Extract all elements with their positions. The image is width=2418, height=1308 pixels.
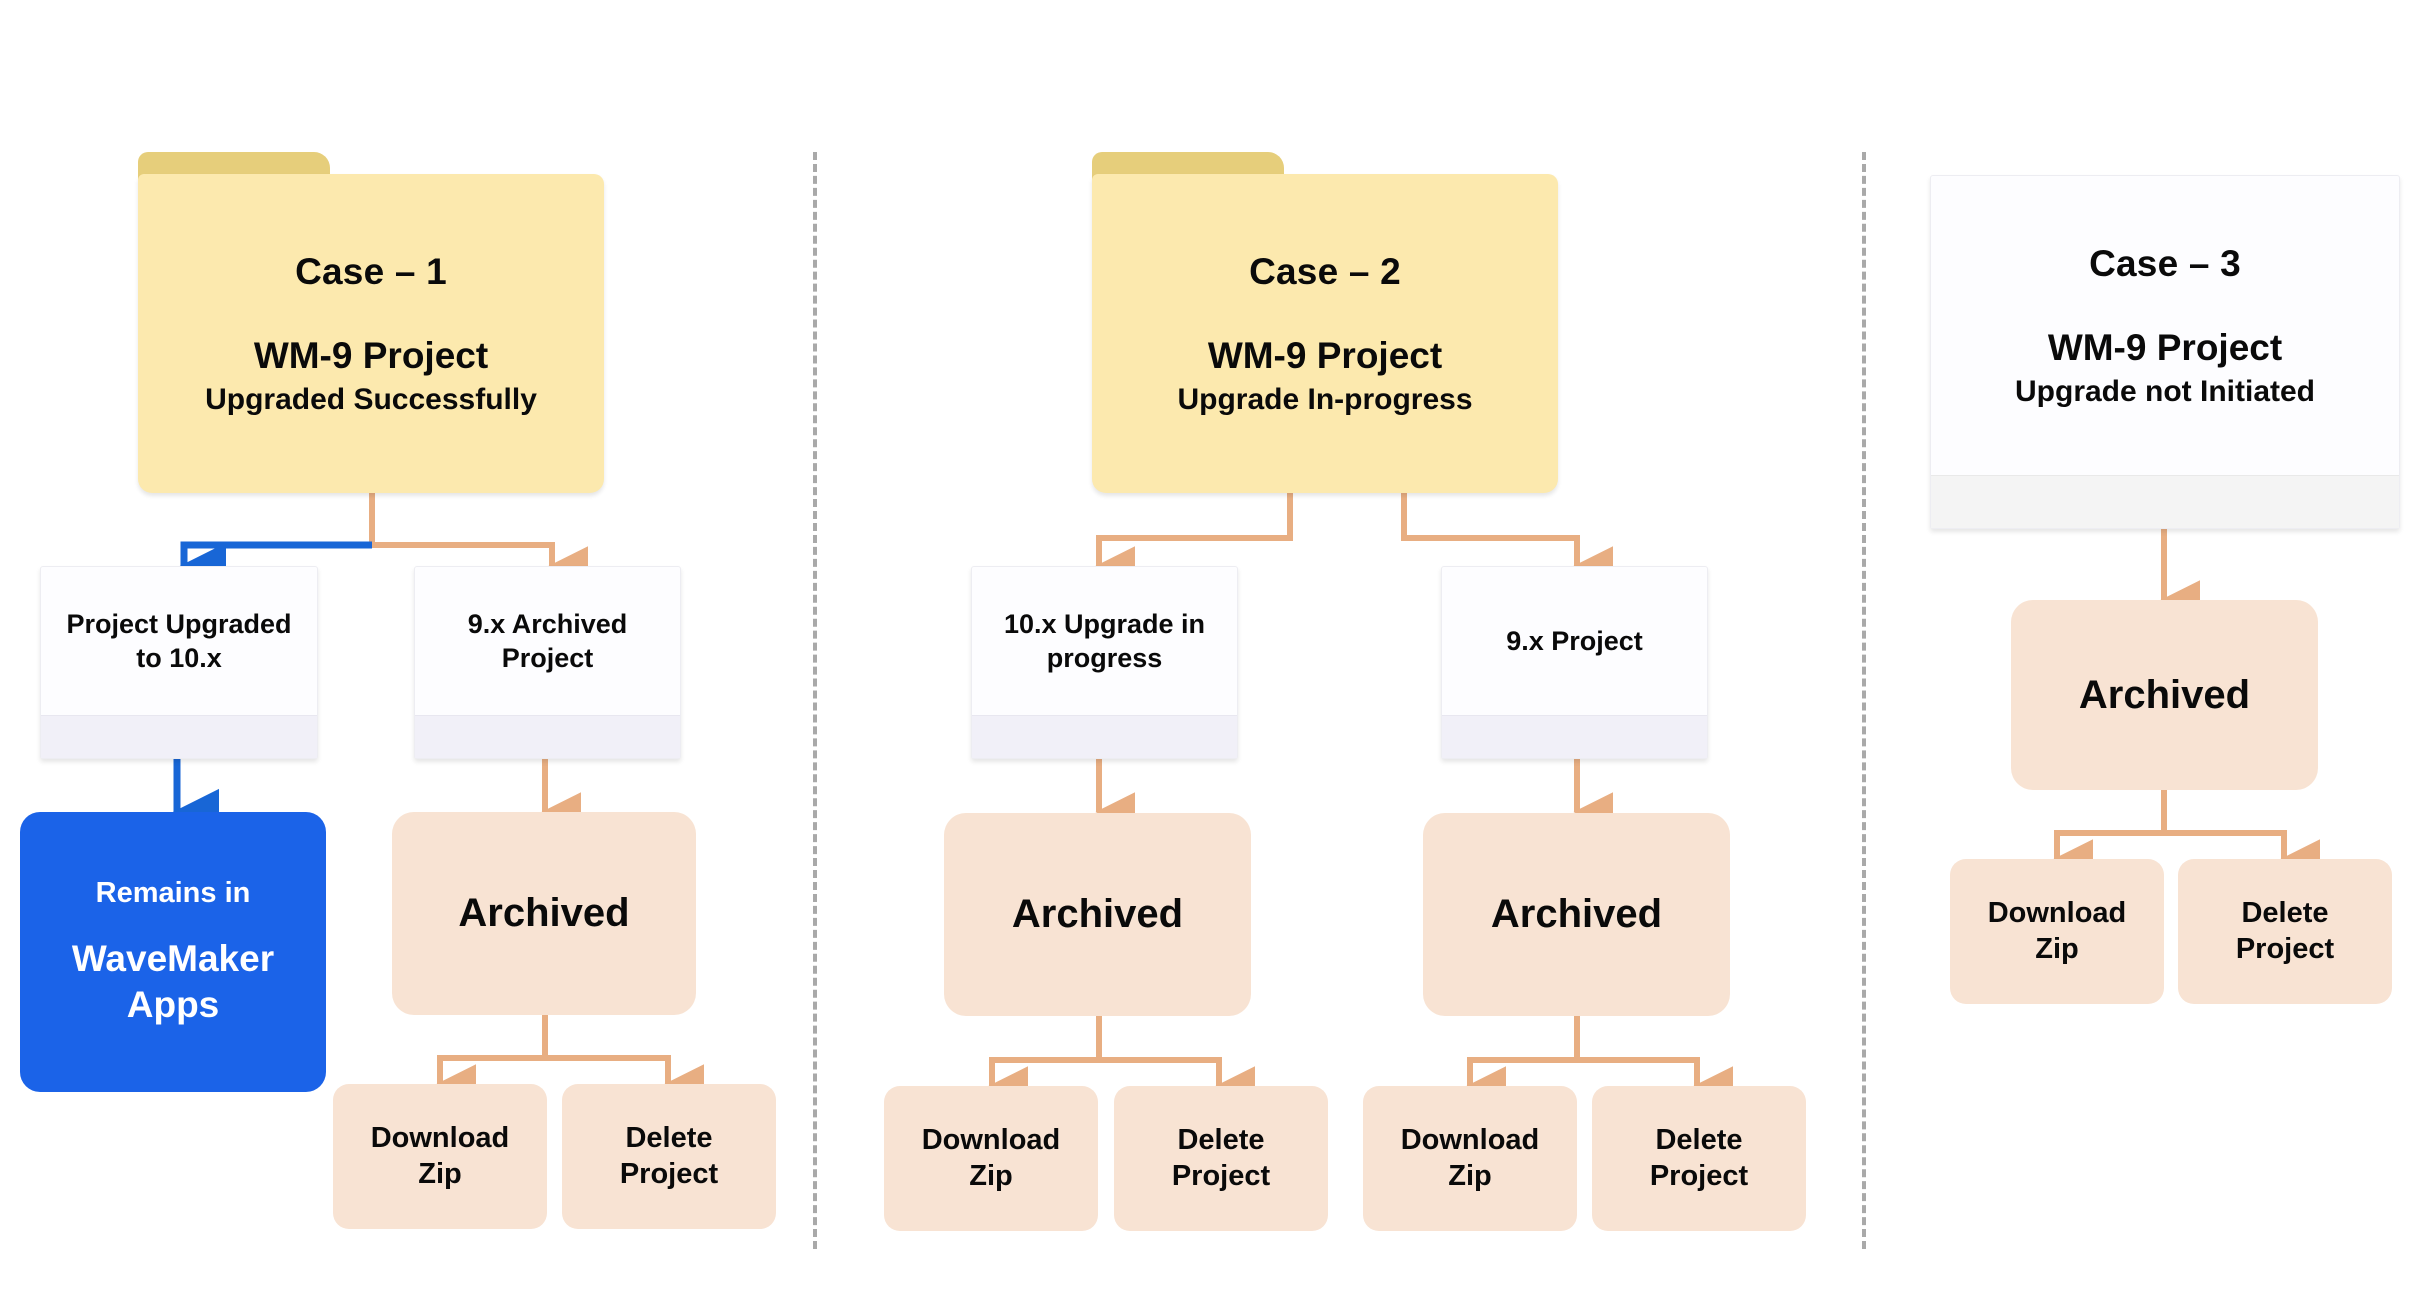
- case-2-header-folder[interactable]: Case – 2 WM-9 Project Upgrade In-progres…: [1092, 152, 1558, 493]
- case-1-header-folder[interactable]: Case – 1 WM-9 Project Upgraded Successfu…: [138, 152, 604, 493]
- action-label: Download Zip: [370, 1122, 510, 1190]
- action-delete-project-case2-left[interactable]: Delete Project: [1114, 1086, 1328, 1231]
- archived-label: Archived: [1490, 892, 1663, 936]
- card-footer-strip: [415, 715, 680, 758]
- action-delete-project-case1[interactable]: Delete Project: [562, 1084, 776, 1229]
- project-status: Upgrade In-progress: [1177, 382, 1473, 416]
- card-label: 9.x Project: [1506, 625, 1643, 656]
- action-label: Download Zip: [921, 1124, 1061, 1192]
- case-label: Case – 2: [1249, 250, 1401, 292]
- project-status: Upgraded Successfully: [205, 382, 537, 416]
- node-archived-case1[interactable]: Archived: [392, 812, 696, 1015]
- card-10x-upgrade-in-progress[interactable]: 10.x Upgrade in progress: [971, 566, 1238, 759]
- action-label: Delete Project: [1171, 1124, 1271, 1192]
- column-divider-1: [813, 152, 817, 1249]
- node-remains-in-wavemaker-apps[interactable]: Remains in WaveMaker Apps: [20, 812, 326, 1092]
- action-download-zip-case1[interactable]: Download Zip: [333, 1084, 547, 1229]
- card-footer-strip: [972, 715, 1237, 758]
- blue-node-line1: Remains in: [95, 877, 251, 910]
- folder-body: Case – 2 WM-9 Project Upgrade In-progres…: [1092, 174, 1558, 493]
- card-label: Project Upgraded to 10.x: [66, 608, 292, 673]
- card-9x-project[interactable]: 9.x Project: [1441, 566, 1708, 759]
- archived-label: Archived: [1011, 892, 1184, 936]
- case-label: Case – 1: [295, 250, 447, 292]
- card-footer-strip: [1442, 715, 1707, 758]
- card-body: 9.x Archived Project: [415, 567, 680, 715]
- action-delete-project-case2-right[interactable]: Delete Project: [1592, 1086, 1806, 1231]
- card-body: Project Upgraded to 10.x: [41, 567, 317, 715]
- project-status: Upgrade not Initiated: [2015, 374, 2315, 408]
- node-archived-case3[interactable]: Archived: [2011, 600, 2318, 790]
- action-label: Download Zip: [1400, 1124, 1540, 1192]
- archived-label: Archived: [2078, 672, 2251, 717]
- case-3-header-card[interactable]: Case – 3 WM-9 Project Upgrade not Initia…: [1930, 175, 2400, 529]
- column-divider-2: [1862, 152, 1866, 1249]
- card-body: Case – 3 WM-9 Project Upgrade not Initia…: [1931, 176, 2399, 475]
- card-body: 10.x Upgrade in progress: [972, 567, 1237, 715]
- project-name: WM-9 Project: [1207, 334, 1443, 376]
- card-9x-archived-project[interactable]: 9.x Archived Project: [414, 566, 681, 759]
- project-name: WM-9 Project: [253, 334, 489, 376]
- card-label: 10.x Upgrade in progress: [1003, 608, 1206, 673]
- archived-label: Archived: [458, 891, 630, 935]
- action-label: Delete Project: [1649, 1124, 1749, 1192]
- action-label: Delete Project: [619, 1122, 719, 1190]
- folder-body: Case – 1 WM-9 Project Upgraded Successfu…: [138, 174, 604, 493]
- case-label: Case – 3: [2089, 242, 2241, 284]
- card-label: 9.x Archived Project: [467, 608, 628, 673]
- card-project-upgraded[interactable]: Project Upgraded to 10.x: [40, 566, 318, 759]
- action-delete-project-case3[interactable]: Delete Project: [2178, 859, 2392, 1004]
- card-footer-strip: [41, 715, 317, 758]
- action-download-zip-case3[interactable]: Download Zip: [1950, 859, 2164, 1004]
- node-archived-case2-left[interactable]: Archived: [944, 813, 1251, 1016]
- action-label: Download Zip: [1987, 897, 2127, 965]
- action-label: Delete Project: [2235, 897, 2335, 965]
- blue-node-line2: WaveMaker Apps: [71, 938, 275, 1025]
- node-archived-case2-right[interactable]: Archived: [1423, 813, 1730, 1016]
- card-body: 9.x Project: [1442, 567, 1707, 715]
- action-download-zip-case2-right[interactable]: Download Zip: [1363, 1086, 1577, 1231]
- card-footer-strip: [1931, 475, 2399, 528]
- project-name: WM-9 Project: [2047, 326, 2283, 368]
- action-download-zip-case2-left[interactable]: Download Zip: [884, 1086, 1098, 1231]
